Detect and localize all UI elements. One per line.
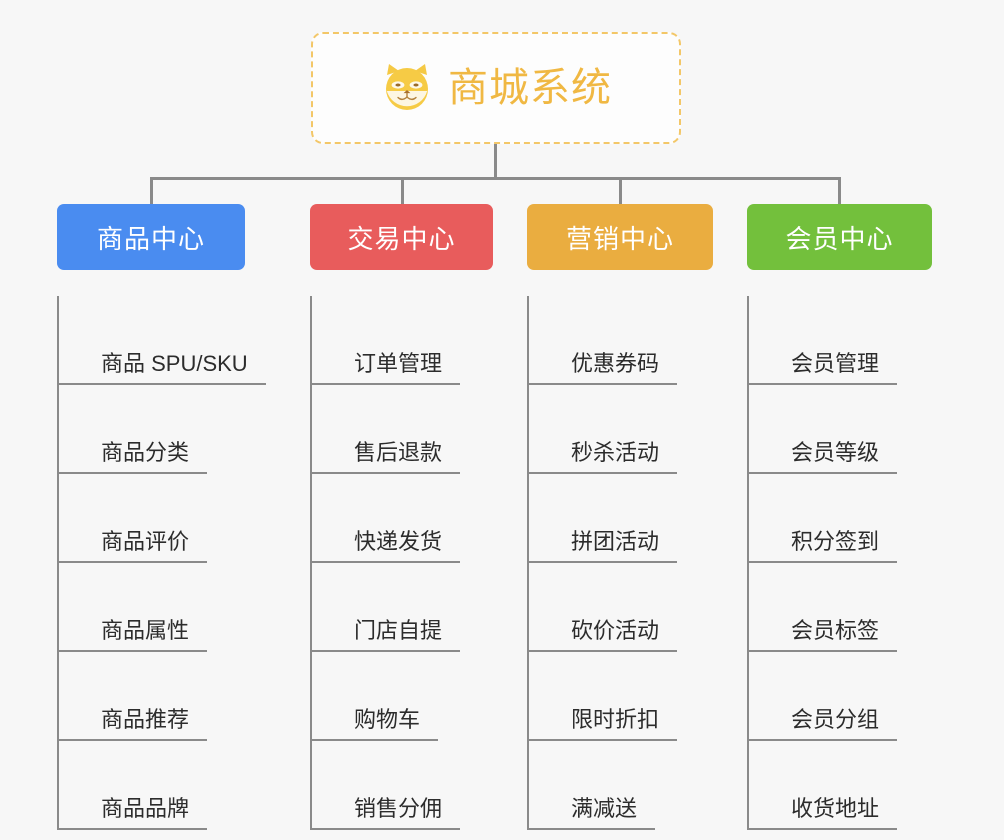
leaf-item[interactable]: 砍价活动 [527,563,713,652]
leaf-item-label: 满减送 [571,795,638,821]
leaf-list-transaction-center: 订单管理 售后退款 快递发货 门店自提 购物车 销售分佣 [310,296,493,830]
leaf-item-label: 会员管理 [791,350,880,376]
leaf-list-marketing-center: 优惠券码 秒杀活动 拼团活动 砍价活动 限时折扣 满减送 [527,296,713,830]
branch-marketing-center: 营销中心 优惠券码 秒杀活动 拼团活动 砍价活动 限时折扣 满减送 [527,204,713,830]
leaf-item-label: 优惠券码 [571,350,660,376]
leaf-item[interactable]: 售后退款 [310,385,493,474]
leaf-item-label: 限时折扣 [571,706,660,732]
leaf-item-label: 秒杀活动 [571,439,660,465]
leaf-item-label: 砍价活动 [571,617,660,643]
leaf-item[interactable]: 满减送 [527,741,713,830]
leaf-item[interactable]: 优惠券码 [527,296,713,385]
leaf-item-label: 销售分佣 [354,795,443,821]
leaf-item-label: 商品属性 [101,617,190,643]
leaf-item[interactable]: 拼团活动 [527,474,713,563]
leaf-item[interactable]: 销售分佣 [310,741,493,830]
branch-product-center: 商品中心 商品 SPU/SKU 商品分类 商品评价 商品属性 商品推荐 商品品牌 [57,204,266,830]
leaf-item[interactable]: 商品分类 [57,385,245,474]
leaf-item-label: 会员标签 [791,617,880,643]
branch-spine [747,296,749,830]
leaf-item[interactable]: 秒杀活动 [527,385,713,474]
leaf-item-label: 拼团活动 [571,528,660,554]
leaf-item-label: 商品 SPU/SKU [101,350,248,376]
leaf-item-label: 商品推荐 [101,706,190,732]
connector-drop-branch-2 [401,177,404,207]
leaf-item-label: 订单管理 [354,350,443,376]
root-node-mall-system[interactable]: 商城系统 [311,32,681,144]
leaf-item-label: 商品品牌 [101,795,190,821]
leaf-item-label: 购物车 [354,706,421,732]
connector-drop-branch-1 [150,177,153,207]
leaf-item[interactable]: 商品属性 [57,563,245,652]
leaf-item[interactable]: 商品评价 [57,474,245,563]
leaf-item-label: 商品分类 [101,439,190,465]
branch-transaction-center: 交易中心 订单管理 售后退款 快递发货 门店自提 购物车 销售分佣 [310,204,493,830]
leaf-item[interactable]: 订单管理 [310,296,493,385]
root-node-title: 商城系统 [448,66,612,110]
leaf-item[interactable]: 会员标签 [747,563,932,652]
shiba-dog-face-icon [380,61,434,115]
leaf-item-label: 会员分组 [791,706,880,732]
leaf-item[interactable]: 收货地址 [747,741,932,830]
branch-header-product-center[interactable]: 商品中心 [57,204,245,270]
connector-drop-branch-4 [838,177,841,207]
leaf-item-label: 积分签到 [791,528,880,554]
leaf-item-label: 会员等级 [791,439,880,465]
leaf-list-member-center: 会员管理 会员等级 积分签到 会员标签 会员分组 收货地址 [747,296,932,830]
branch-header-label: 商品中心 [96,223,205,254]
connector-root-stem [494,144,497,179]
branch-spine [527,296,529,830]
leaf-item-label: 售后退款 [354,439,443,465]
leaf-item[interactable]: 限时折扣 [527,652,713,741]
leaf-item[interactable]: 会员管理 [747,296,932,385]
leaf-item[interactable]: 快递发货 [310,474,493,563]
leaf-item[interactable]: 积分签到 [747,474,932,563]
leaf-item[interactable]: 门店自提 [310,563,493,652]
leaf-item[interactable]: 会员等级 [747,385,932,474]
leaf-item-label: 商品评价 [101,528,190,554]
leaf-item[interactable]: 购物车 [310,652,493,741]
leaf-item[interactable]: 商品 SPU/SKU [57,296,266,385]
branch-header-marketing-center[interactable]: 营销中心 [527,204,713,270]
branch-member-center: 会员中心 会员管理 会员等级 积分签到 会员标签 会员分组 收货地址 [747,204,932,830]
leaf-list-product-center: 商品 SPU/SKU 商品分类 商品评价 商品属性 商品推荐 商品品牌 [57,296,266,830]
leaf-item[interactable]: 商品品牌 [57,741,245,830]
connector-drop-branch-3 [619,177,622,207]
branch-header-transaction-center[interactable]: 交易中心 [310,204,493,270]
branch-header-member-center[interactable]: 会员中心 [747,204,932,270]
branch-spine [57,296,59,830]
branch-header-label: 交易中心 [347,223,456,254]
leaf-item[interactable]: 会员分组 [747,652,932,741]
leaf-item[interactable]: 商品推荐 [57,652,245,741]
branch-header-label: 会员中心 [785,223,894,254]
leaf-item-label: 快递发货 [354,528,443,554]
leaf-item-label: 收货地址 [791,795,880,821]
connector-horizontal-bus [150,177,840,180]
branch-header-label: 营销中心 [565,223,674,254]
branch-spine [310,296,312,830]
leaf-item-label: 门店自提 [354,617,443,643]
